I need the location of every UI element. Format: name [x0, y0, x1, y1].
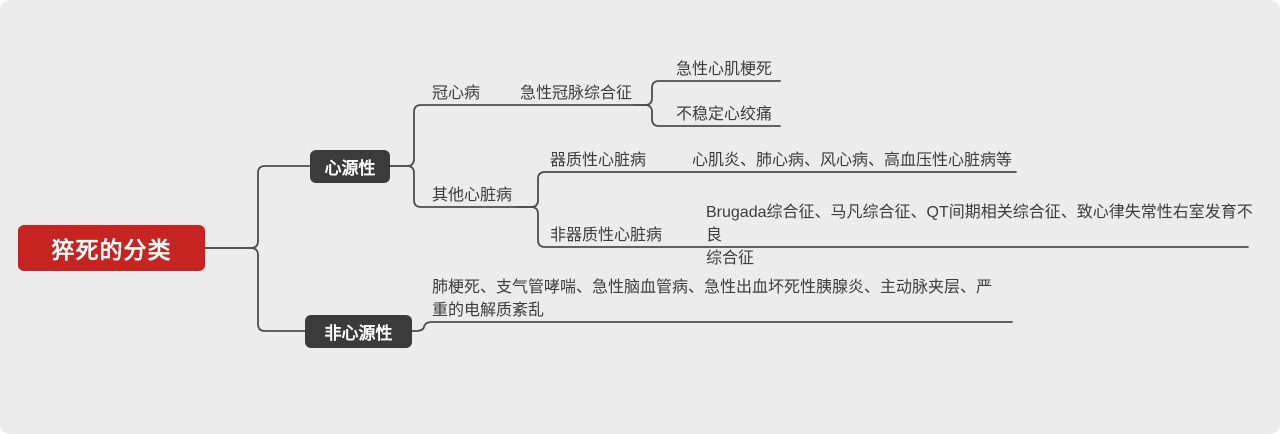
root-node-sudden-death-classification[interactable]: 猝死的分类: [18, 225, 205, 271]
edge-other-to-nonorganic: [516, 206, 1249, 248]
edge-acs-to-unstable-angina: [633, 104, 781, 127]
edge-root-to-noncardiac: [204, 247, 306, 332]
topic-noncardiac-examples-line1: 肺梗死、支气管哮喘、急性脑血管病、急性出血坏死性胰腺炎、主动脉夹层、严: [432, 279, 993, 296]
edge-cardiac-to-other-heart: [389, 165, 518, 208]
root-node-label: 猝死的分类: [51, 237, 172, 263]
edge-root-to-cardiac: [204, 165, 311, 249]
topic-coronary-heart-disease[interactable]: 冠心病: [432, 85, 481, 102]
topic-acute-myocardial-infarction[interactable]: 急性心肌梗死: [676, 61, 773, 78]
edge-acs-to-ami: [633, 80, 781, 106]
topic-acute-coronary-syndrome[interactable]: 急性冠脉综合征: [520, 85, 633, 102]
branch-node-cardiac[interactable]: 心源性: [310, 150, 390, 183]
edge-noncardiac-to-examples: [411, 321, 1013, 332]
topic-nonorganic-examples-line1: Brugada综合征、马凡综合征、QT间期相关综合征、致心律失常性右室发育不良: [706, 204, 1253, 244]
branch-noncardiac-label: 非心源性: [324, 324, 393, 343]
branch-cardiac-label: 心源性: [324, 159, 376, 178]
topic-organic-heart-disease-examples[interactable]: 心肌炎、肺心病、风心病、高血压性心脏病等: [692, 152, 1013, 169]
topic-noncardiac-examples[interactable]: 肺梗死、支气管哮喘、急性脑血管病、急性出血坏死性胰腺炎、主动脉夹层、严 重的电解…: [432, 276, 1017, 322]
topic-nonorganic-heart-disease-examples[interactable]: Brugada综合征、马凡综合征、QT间期相关综合征、致心律失常性右室发育不良 …: [706, 201, 1254, 270]
topic-other-heart-disease[interactable]: 其他心脏病: [432, 187, 513, 204]
topic-unstable-angina[interactable]: 不稳定心绞痛: [676, 106, 773, 123]
topic-organic-heart-disease[interactable]: 器质性心脏病: [550, 152, 647, 169]
branch-node-noncardiac[interactable]: 非心源性: [305, 315, 412, 348]
topic-noncardiac-examples-line2: 重的电解质紊乱: [432, 302, 545, 319]
topic-nonorganic-heart-disease[interactable]: 非器质性心脏病: [550, 227, 663, 244]
topic-nonorganic-examples-line2: 综合征: [706, 250, 755, 267]
